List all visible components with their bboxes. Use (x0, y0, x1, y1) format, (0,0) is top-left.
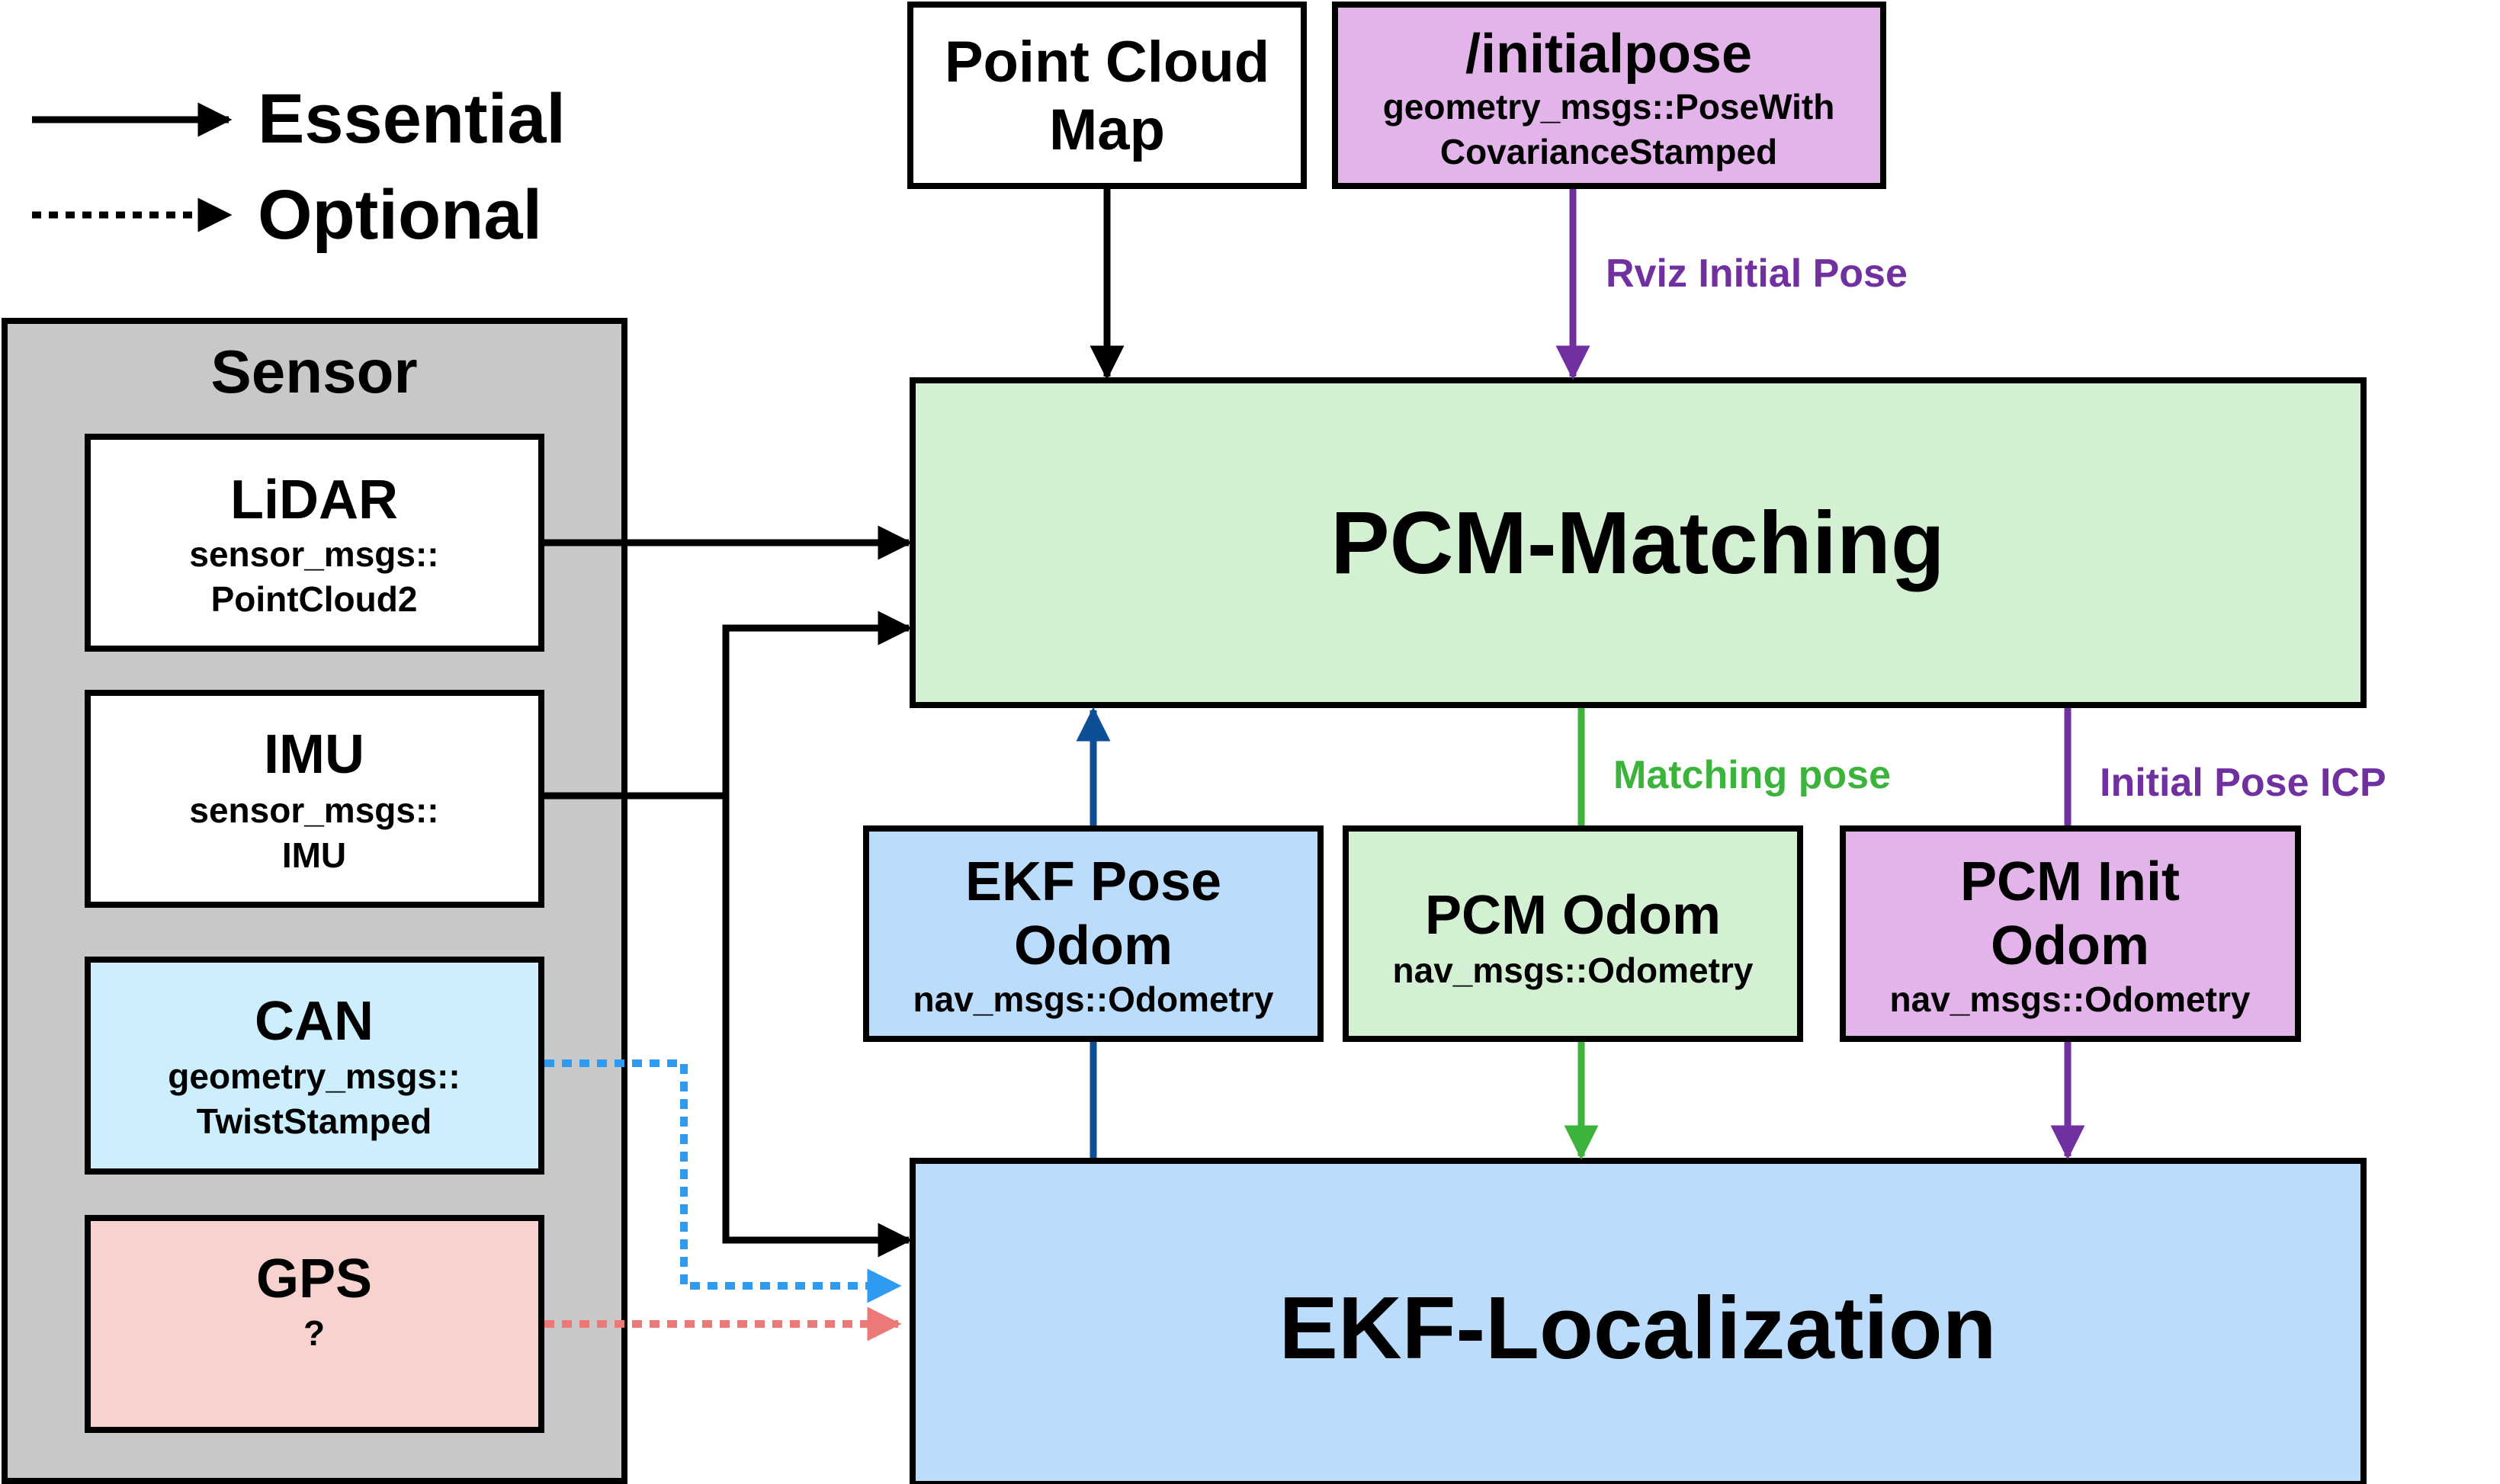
ekf-pose-odom-line1: EKF Pose (965, 851, 1221, 912)
legend-optional-label: Optional (258, 176, 542, 254)
pcm-odom-node[interactable]: PCM Odom nav_msgs::Odometry (1343, 825, 1803, 1042)
edge-imu-to-ekf (722, 796, 913, 1258)
imu-node[interactable]: IMU sensor_msgs:: IMU (85, 690, 544, 908)
pcm-odom-type: nav_msgs::Odometry (1393, 950, 1754, 990)
lidar-type-line2: PointCloud2 (211, 579, 418, 619)
ekf-pose-odom-node[interactable]: EKF Pose Odom nav_msgs::Odometry (863, 825, 1324, 1042)
imu-title: IMU (264, 724, 364, 785)
gps-node[interactable]: GPS ? (85, 1215, 544, 1433)
can-title: CAN (255, 991, 374, 1052)
edge-label-matching-pose: Matching pose (1613, 753, 1891, 797)
legend: Essential Optional (32, 80, 566, 254)
can-type-line2: TwistStamped (197, 1101, 432, 1141)
point-cloud-map-node[interactable]: Point Cloud Map (907, 2, 1307, 189)
pcm-init-odom-line1: PCM Init (1960, 851, 2180, 912)
point-cloud-map-line2: Map (1049, 98, 1165, 162)
sensor-group-title: Sensor (210, 338, 417, 405)
pcm-init-odom-node[interactable]: PCM Init Odom nav_msgs::Odometry (1840, 825, 2301, 1042)
ekf-localization-node[interactable]: EKF-Localization (910, 1158, 2367, 1484)
gps-type-line1: ? (303, 1313, 325, 1353)
pcm-matching-title: PCM-Matching (1330, 493, 1945, 592)
ekf-localization-title: EKF-Localization (1279, 1278, 1997, 1377)
pcm-init-odom-type: nav_msgs::Odometry (1890, 979, 2251, 1019)
edges (544, 189, 2085, 1341)
edge-imu-to-pcm (544, 611, 913, 800)
lidar-type-line1: sensor_msgs:: (189, 534, 438, 574)
can-type-line1: geometry_msgs:: (168, 1056, 460, 1096)
sensor-group: Sensor LiDAR sensor_msgs:: PointCloud2 I… (2, 318, 627, 1484)
edge-label-initial-pose-icp: Initial Pose ICP (2100, 761, 2386, 805)
imu-type-line2: IMU (282, 835, 346, 875)
initialpose-title: /initialpose (1465, 24, 1752, 85)
lidar-node[interactable]: LiDAR sensor_msgs:: PointCloud2 (85, 434, 544, 652)
legend-essential-label: Essential (258, 80, 566, 158)
edge-label-rviz-initial-pose: Rviz Initial Pose (1606, 252, 1908, 296)
pcm-init-odom-line2: Odom (1991, 915, 2149, 976)
pcm-matching-node[interactable]: PCM-Matching (910, 377, 2367, 708)
initialpose-node[interactable]: /initialpose geometry_msgs::PoseWith Cov… (1332, 2, 1886, 189)
gps-title: GPS (256, 1248, 372, 1309)
pcm-odom-line1: PCM Odom (1425, 885, 1721, 946)
initialpose-type-line2: CovarianceStamped (1440, 132, 1777, 171)
ekf-pose-odom-line2: Odom (1014, 915, 1173, 976)
imu-type-line1: sensor_msgs:: (189, 790, 438, 830)
initialpose-type-line1: geometry_msgs::PoseWith (1383, 87, 1835, 127)
can-node[interactable]: CAN geometry_msgs:: TwistStamped (85, 957, 544, 1175)
edge-can-to-ekf (544, 1059, 902, 1303)
lidar-title: LiDAR (230, 470, 398, 530)
point-cloud-map-line1: Point Cloud (945, 30, 1269, 95)
ekf-pose-odom-type: nav_msgs::Odometry (913, 979, 1274, 1019)
